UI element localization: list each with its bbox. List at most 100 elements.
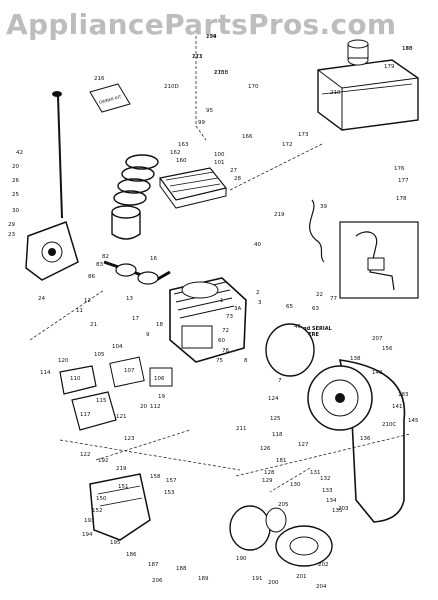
part-label-46: 46 [294,324,301,330]
part-label-2: 2 [256,290,260,296]
crankshaft [103,260,171,285]
part-label-202: 202 [318,562,329,568]
part-label-16: 16 [150,256,157,262]
part-label-190: 190 [236,556,247,562]
part-label-3A: 3A [234,306,241,312]
part-label-219: 219 [274,212,285,218]
part-label-178: 178 [402,46,413,52]
part-label-178: 178 [396,196,407,202]
part-label-83: 83 [96,262,103,268]
part-label-63: 63 [312,306,319,312]
part-label-207: 207 [372,336,383,342]
part-label-203: 203 [338,506,349,512]
part-label-104: 104 [112,344,123,350]
part-label-39: 39 [320,204,327,210]
part-label-132: 132 [320,476,331,482]
part-label-130: 130 [290,482,301,488]
part-label-65: 65 [286,304,293,310]
part-label-112: 112 [150,404,161,410]
part-label-73: 73 [226,314,233,320]
part-label-170: 170 [248,84,259,90]
part-label-175: 175 [214,70,225,76]
part-label-40: 40 [254,242,261,248]
watermark: AppliancePartsPros.com [6,8,397,41]
inset-panel [339,221,419,299]
part-label-100: 100 [214,152,225,158]
part-label-12: 12 [84,298,91,304]
part-label-86: 86 [88,274,95,280]
part-label-160: 160 [176,158,187,164]
part-label-138: 138 [350,356,361,362]
ignition-wire [309,199,325,263]
part-label-26: 26 [12,178,19,184]
part-label-188: 188 [176,566,187,572]
part-label-180: 180 [402,46,413,52]
leader-lines [29,36,411,493]
part-label-134: 134 [326,498,337,504]
part-label-211: 211 [236,426,247,432]
engine-block [169,277,247,363]
part-label-213: 213 [192,54,203,60]
part-label-151: 151 [118,484,129,490]
part-label-158: 158 [150,474,161,480]
part-label-19: 19 [158,394,165,400]
part-label-23: 23 [8,232,15,238]
part-label-193: 193 [84,518,95,524]
cylinder-head [158,167,228,209]
part-label-124: 124 [268,396,279,402]
part-label-171: 171 [192,54,203,60]
part-label-7: 7 [278,378,282,384]
part-label-29: 29 [8,222,15,228]
part-label-25: 25 [12,192,19,198]
part-label-133: 133 [322,488,333,494]
dipstick [52,91,63,219]
part-label-131: 131 [310,470,321,476]
part-label-30: 30 [12,208,19,214]
part-label-120: 120 [58,358,69,364]
part-label-145: 145 [408,418,419,424]
part-label-200: 200 [268,580,279,586]
fuel-tank [317,39,419,131]
part-label-206: 206 [152,578,163,584]
part-label-24: 24 [38,296,45,302]
part-label-173: 173 [298,132,309,138]
part-label-28: 28 [234,176,241,182]
part-label-105: 105 [94,352,105,358]
part-label-22: 22 [316,292,323,298]
part-label-186: 186 [126,552,137,558]
part-label-153: 153 [164,490,175,496]
part-label-8: 8 [244,358,248,364]
part-label-163: 163 [178,142,189,148]
part-label-20: 20 [12,164,19,170]
part-label-219: 219 [116,466,127,472]
part-label-114: 114 [40,370,51,376]
part-label-201: 201 [296,574,307,580]
part-label-135: 135 [332,508,343,514]
part-label-82: 82 [102,254,109,260]
part-label-204: 204 [316,584,327,590]
part-label-121: 121 [116,414,127,420]
part-label-177: 177 [398,178,409,184]
part-number-labels: 174171175178179210170216210D959916616316… [8,34,419,590]
part-label-210D: 210D [164,84,179,90]
part-label-17: 17 [132,316,139,322]
part-label-126: 126 [260,446,271,452]
part-label-172: 172 [282,142,293,148]
part-label-162: 162 [170,150,181,156]
owner-kit-book: OWNER KIT [89,83,131,113]
carburetor [59,356,173,431]
part-label-77: 77 [330,296,337,302]
part-label-76: 76 [222,348,229,354]
part-label-129: 129 [262,478,273,484]
part-label-141: 141 [392,404,403,410]
part-label-99: 99 [198,120,205,126]
blower-housing [307,359,406,523]
flywheel [265,323,315,377]
part-label-187: 187 [148,562,159,568]
recoil-starter [229,505,333,567]
part-label-115: 115 [96,398,107,404]
part-label-150: 150 [96,496,107,502]
part-label-140: 140 [372,370,383,376]
part-label-209: 209 [206,34,217,40]
part-label-136: 136 [360,436,371,442]
